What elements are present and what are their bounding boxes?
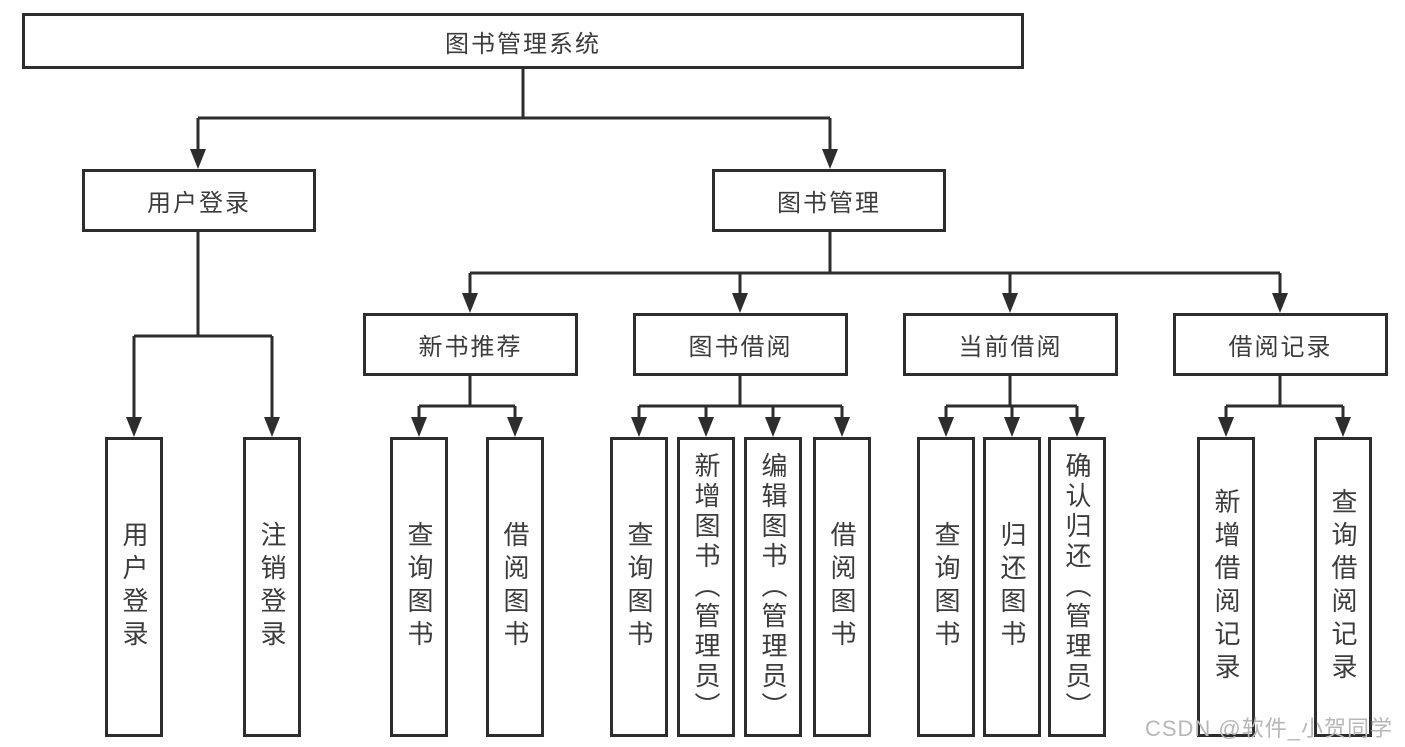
leaf-edit-books-admin: 编辑图书（管理员）: [744, 437, 802, 737]
node-new-book-recommend: 新书推荐: [363, 313, 578, 376]
csdn-watermark: CSDN @软件_小贺同学: [1144, 716, 1393, 741]
leaf-query-books-current: 查询图书: [917, 437, 975, 737]
leaf-logout: 注销登录: [243, 437, 301, 737]
leaf-user-login: 用户登录: [105, 437, 163, 737]
node-borrow-records: 借阅记录: [1173, 313, 1388, 376]
leaf-add-books-admin: 新增图书（管理员）: [677, 437, 735, 737]
arrowheads-book-management-children: [462, 293, 1288, 313]
leaf-query-borrow-record: 查询借阅记录: [1314, 437, 1372, 737]
edges-root-to-level2: [196, 68, 832, 152]
edges-book-borrow-children: [637, 375, 844, 420]
arrowheads-book-borrow-children: [631, 417, 850, 437]
edges-book-management-children: [468, 232, 1282, 296]
leaf-borrow-books: 借阅图书: [813, 437, 871, 737]
node-book-management: 图书管理: [712, 169, 946, 232]
edges-user-login-children: [132, 232, 274, 420]
edges-current-borrow-children: [944, 375, 1079, 420]
edges-borrow-records-children: [1224, 375, 1345, 420]
leaf-add-borrow-record: 新增借阅记录: [1197, 437, 1255, 737]
leaf-query-books-recommend: 查询图书: [390, 437, 448, 737]
arrowheads-user-login-children: [126, 417, 280, 437]
leaf-query-books-borrow: 查询图书: [610, 437, 668, 737]
edges-new-book-children: [417, 375, 517, 420]
arrowheads-root-to-level2: [190, 149, 838, 169]
node-user-login: 用户登录: [82, 169, 316, 232]
leaf-return-books: 归还图书: [983, 437, 1041, 737]
arrowheads-current-borrow-children: [938, 417, 1085, 437]
arrowheads-borrow-records-children: [1218, 417, 1351, 437]
node-root-system: 图书管理系统: [22, 13, 1024, 69]
leaf-borrow-books-recommend: 借阅图书: [486, 437, 544, 737]
arrowheads-new-book-children: [411, 417, 523, 437]
leaf-confirm-return-admin: 确认归还（管理员）: [1048, 437, 1106, 737]
node-book-borrow: 图书借阅: [633, 313, 848, 376]
node-current-borrow: 当前借阅: [903, 313, 1118, 376]
